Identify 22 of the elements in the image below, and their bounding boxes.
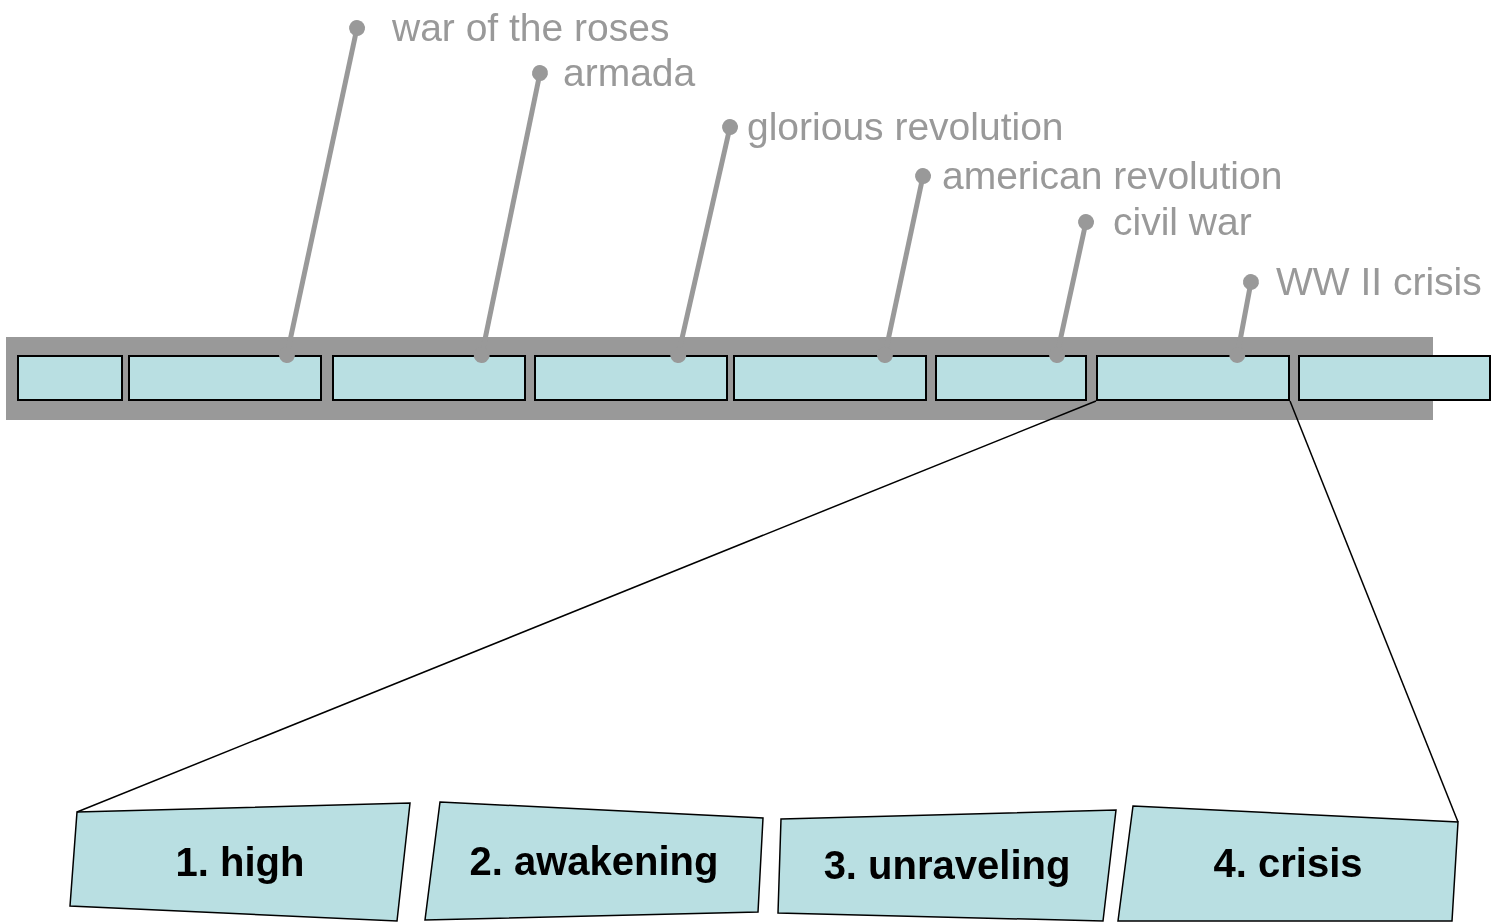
period-box: [17, 355, 123, 401]
event-label: glorious revolution: [730, 102, 1064, 152]
leader-line: [278, 20, 365, 363]
phase-box: 2. awakening: [425, 802, 763, 920]
leader-line: [473, 65, 548, 363]
period-box: [128, 355, 322, 401]
period-box: [1298, 355, 1491, 401]
period-box: [332, 355, 526, 401]
leader-line: [1049, 214, 1094, 363]
leader-line: [876, 168, 931, 363]
period-box: [935, 355, 1087, 401]
leader-line: [670, 119, 738, 363]
zoom-line: [76, 400, 1097, 813]
phase-box: 3. unraveling: [778, 810, 1116, 921]
timeline-bar: [6, 337, 1433, 420]
event-label: WW II crisis: [1251, 257, 1482, 307]
phase-box: 4. crisis: [1118, 806, 1458, 921]
phase-box: 1. high: [70, 803, 410, 921]
leader-line: [1229, 274, 1259, 363]
period-box: [534, 355, 728, 401]
period-box: [733, 355, 927, 401]
period-box: [1096, 355, 1290, 401]
